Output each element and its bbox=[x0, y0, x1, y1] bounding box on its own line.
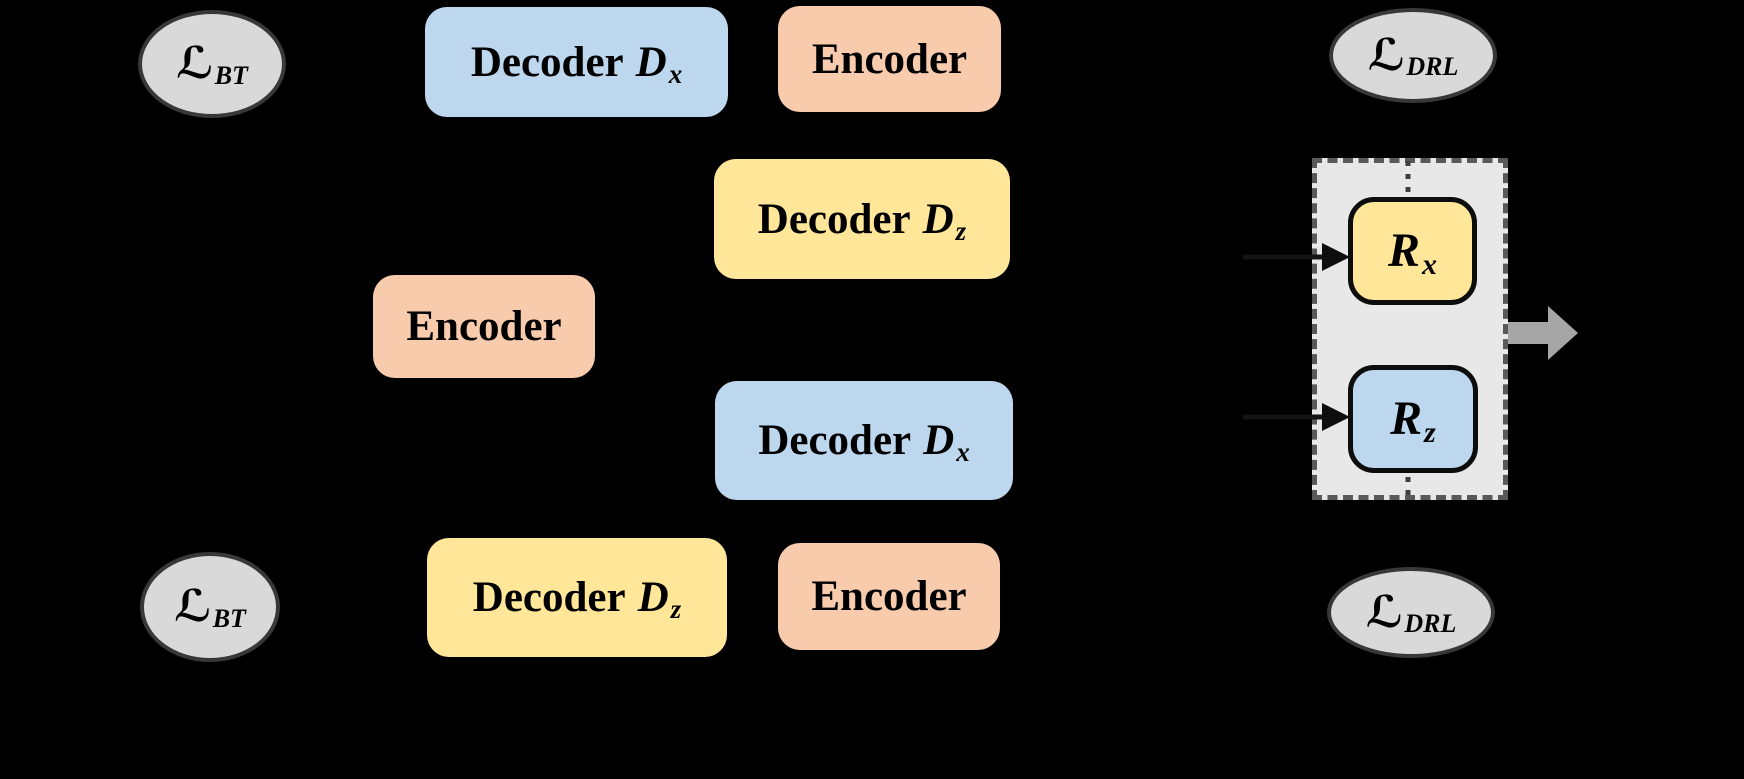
decoder-var: D bbox=[637, 574, 669, 621]
loss-symbol: ℒ bbox=[1367, 29, 1406, 81]
decoder-var-subscript: z bbox=[670, 594, 682, 625]
decoder-var-subscript: x bbox=[956, 437, 970, 468]
encoder-top-box: Encoder bbox=[778, 6, 1001, 112]
rep-var: R bbox=[1390, 392, 1423, 445]
decoder-var: D bbox=[922, 195, 954, 243]
block-arrow-right-icon bbox=[1508, 306, 1578, 360]
loss-subscript: BT bbox=[212, 603, 246, 633]
loss-subscript: DRL bbox=[1404, 609, 1457, 639]
decoder-var-subscript: z bbox=[955, 215, 967, 246]
decoder-label: Decoder bbox=[472, 574, 626, 621]
decoder-label: Decoder bbox=[470, 38, 624, 86]
encoder-middle-box: Encoder bbox=[373, 275, 595, 378]
encoder-bottom-box: Encoder bbox=[778, 543, 1000, 650]
decoder-label: Decoder bbox=[757, 195, 911, 243]
rep-var-subscript: z bbox=[1424, 415, 1436, 449]
encoder-label: Encoder bbox=[811, 573, 967, 620]
loss-symbol: ℒ bbox=[176, 38, 214, 89]
rep-var-subscript: x bbox=[1422, 247, 1437, 281]
decoder-var: D bbox=[635, 38, 667, 86]
encoder-label: Encoder bbox=[406, 303, 562, 350]
loss-symbol: ℒ bbox=[1365, 586, 1404, 638]
decoder-var: D bbox=[923, 417, 955, 464]
decoder-var-subscript: x bbox=[668, 58, 683, 89]
loss-subscript: BT bbox=[214, 60, 248, 90]
encoder-label: Encoder bbox=[811, 35, 968, 83]
loss-symbol: ℒ bbox=[174, 581, 212, 632]
decoder-label: Decoder bbox=[758, 417, 912, 464]
loss-subscript: DRL bbox=[1406, 52, 1459, 82]
rep-var: R bbox=[1387, 224, 1420, 277]
